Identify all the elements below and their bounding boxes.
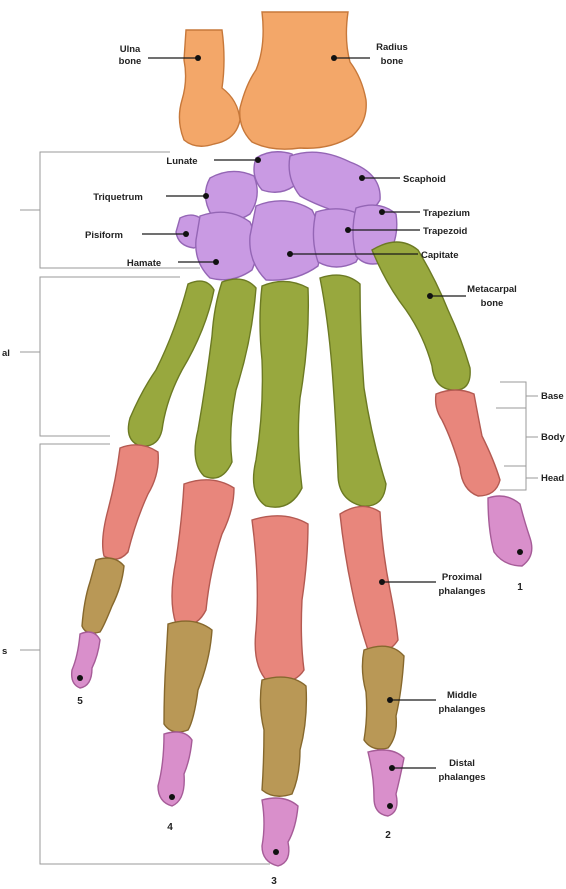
middle-phalanx-2 (362, 646, 404, 749)
middle-label-line2: phalanges (439, 704, 486, 715)
digit-2-number: 2 (385, 830, 391, 841)
thumb-base-label: Base (541, 391, 564, 402)
distal-phalanx-2 (368, 750, 404, 816)
metacarpal-3 (254, 281, 309, 507)
ulna-bone (179, 30, 240, 146)
digit-4-number: 4 (167, 822, 173, 833)
proximal-phalanx-1 (436, 390, 500, 496)
middle-phalanx-3 (260, 677, 306, 796)
ulna-label-line1: Ulna (120, 44, 141, 55)
radius-label-line1: Radius (376, 42, 408, 53)
middle-phalanx-5 (82, 558, 124, 633)
middle-label-line1: Middle (447, 690, 477, 701)
carpal-bracket (40, 152, 200, 268)
proximal-label-line2: phalanges (439, 586, 486, 597)
metacarpal-bones (128, 242, 470, 507)
pisiform-label: Pisiform (85, 230, 123, 241)
forearm-bones (179, 12, 366, 149)
metacarpal-label-line2: bone (481, 298, 504, 309)
phalanges-bracket (40, 444, 270, 864)
radius-label-line2: bone (381, 56, 404, 67)
distal-label-line2: phalanges (439, 772, 486, 783)
hamate-label: Hamate (127, 258, 161, 269)
distal-phalanx-3 (262, 798, 298, 866)
distal-phalanx-5 (72, 632, 100, 688)
distal-phalanx-4 (158, 732, 192, 806)
trapezoid-label: Trapezoid (423, 226, 468, 237)
proximal-phalanx-4 (172, 480, 234, 626)
digit-5-number: 5 (77, 696, 83, 707)
proximal-phalanx-3 (252, 516, 308, 683)
metacarpal-2 (320, 275, 386, 506)
middle-phalanx-4 (164, 621, 212, 732)
triquetrum-label: Triquetrum (93, 192, 143, 203)
distal-phalanx-1 (488, 496, 532, 566)
proximal-phalanx-2 (340, 506, 398, 651)
carpal-bones (176, 152, 397, 280)
capitate-bone (250, 201, 321, 280)
metacarpal-1 (372, 242, 470, 390)
thumb-head-label: Head (541, 473, 564, 484)
radius-bone (240, 12, 366, 149)
metacarpal-label-line1: Metacarpal (467, 284, 517, 295)
proximal-label-line1: Proximal (442, 572, 482, 583)
proximal-phalanx-5 (103, 445, 159, 559)
phalanges-side-label: s (2, 646, 7, 657)
lunate-label: Lunate (166, 156, 197, 167)
metacarpal-side-label: al (2, 348, 10, 359)
digit-1-number: 1 (517, 582, 523, 593)
proximal-phalanges (103, 390, 500, 683)
capitate-label: Capitate (421, 250, 458, 261)
ulna-label-line2: bone (119, 56, 142, 67)
distal-label-line1: Distal (449, 758, 475, 769)
thumb-bracket: Base Body Head (496, 382, 565, 490)
digit-3-number: 3 (271, 876, 277, 887)
hamate-bone (196, 212, 257, 280)
trapezium-label: Trapezium (423, 208, 470, 219)
scaphoid-label: Scaphoid (403, 174, 446, 185)
thumb-body-label: Body (541, 432, 565, 443)
